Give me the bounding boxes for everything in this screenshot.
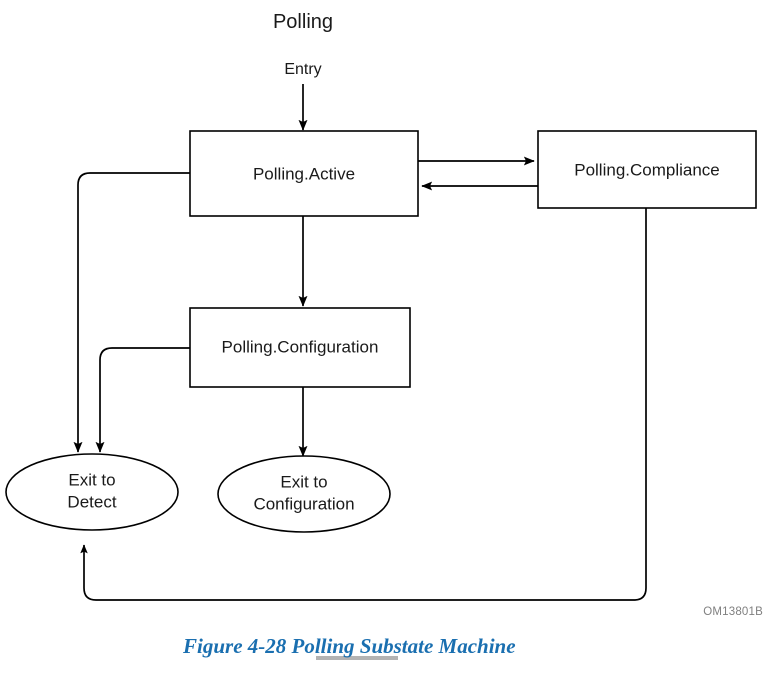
caption-prefix: Figure 4-28 <box>182 634 292 658</box>
state-exit-to-configuration[interactable] <box>217 455 391 533</box>
state-exit-to-configuration-label-line2: Configuration <box>253 494 354 513</box>
state-polling-active[interactable] <box>189 130 419 217</box>
caption-suffix: Substate Machine <box>355 634 516 658</box>
state-exit-to-detect[interactable] <box>5 453 179 531</box>
caption-highlighted-word: Polling <box>291 634 355 658</box>
transition-configuration-to-exit-detect <box>95 347 190 453</box>
state-polling-compliance[interactable] <box>537 130 757 209</box>
state-polling-active-label: Polling.Active <box>253 164 355 183</box>
state-polling-compliance-label: Polling.Compliance <box>574 160 720 179</box>
state-exit-to-detect-label-line1: Exit to <box>68 470 115 489</box>
entry-label: Entry <box>284 61 321 78</box>
state-exit-to-configuration-label-line1: Exit to <box>280 472 327 491</box>
state-polling-configuration-label: Polling.Configuration <box>222 337 379 356</box>
reference-code: OM13801B <box>703 606 763 618</box>
caption-highlight-underline <box>316 656 398 660</box>
state-exit-to-detect-label-line2: Detect <box>67 492 116 511</box>
state-polling-configuration[interactable] <box>189 307 411 388</box>
transition-compliance-to-exit-detect <box>80 208 647 601</box>
diagram-title: Polling <box>273 11 333 33</box>
transition-active-to-exit-detect <box>73 172 190 453</box>
figure-caption: Figure 4-28 Polling Substate Machine <box>182 634 516 658</box>
